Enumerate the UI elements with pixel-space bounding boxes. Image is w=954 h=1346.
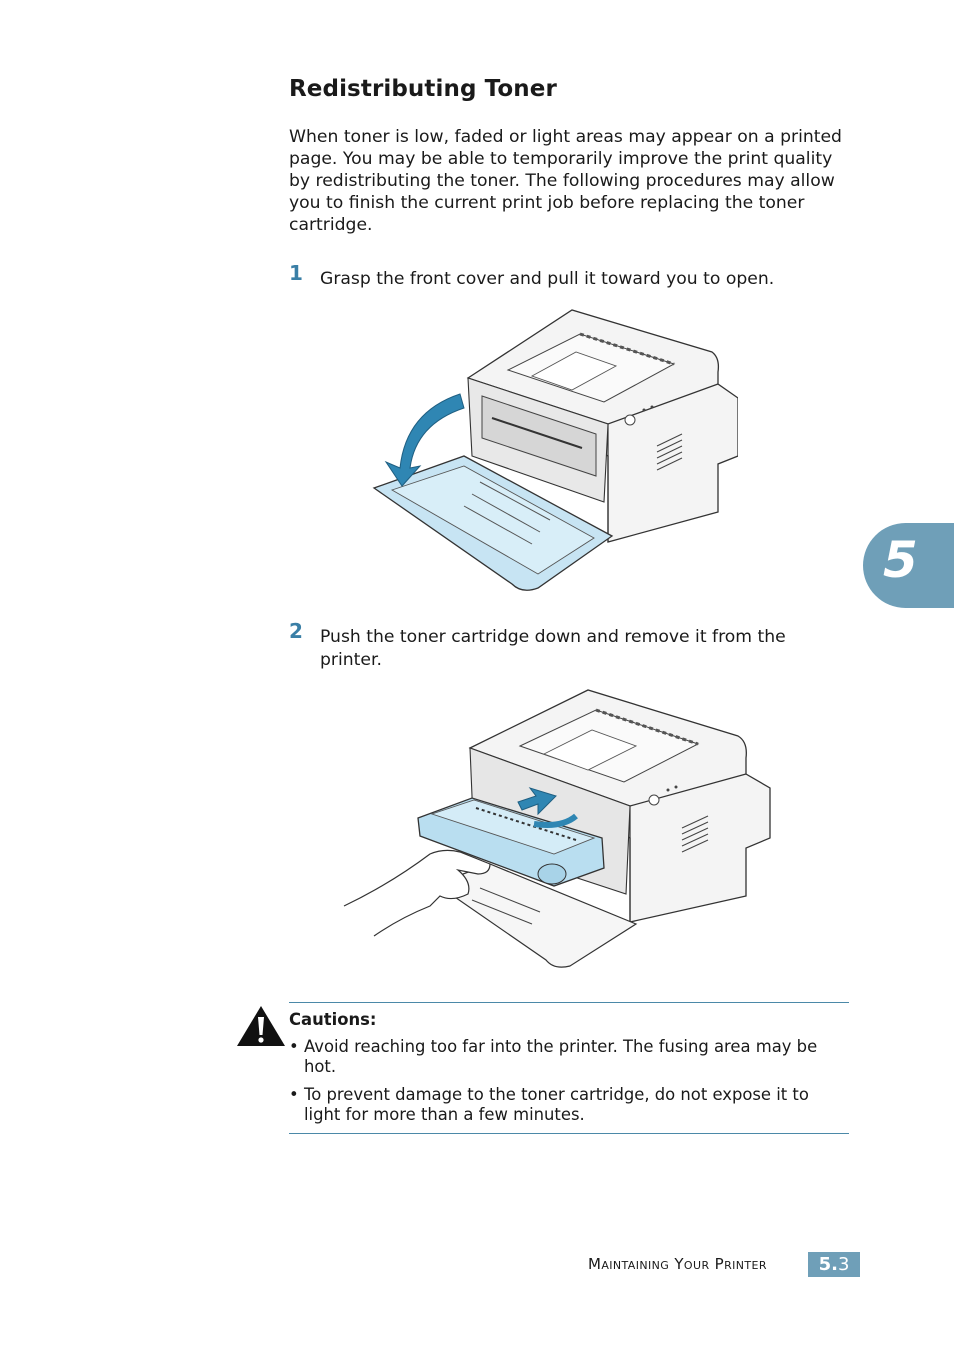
intro-paragraph: When toner is low, faded or light areas …	[289, 127, 842, 235]
step-number: 2	[289, 619, 303, 643]
page-number: 3	[837, 1254, 850, 1275]
step-number: 1	[289, 261, 303, 285]
caution-bottom-rule	[289, 1133, 849, 1134]
chapter-tab: 5	[863, 523, 954, 608]
caution-top-rule	[289, 1002, 849, 1003]
caution-item: To prevent damage to the toner cartridge…	[289, 1085, 849, 1125]
step-text: Grasp the front cover and pull it toward…	[320, 269, 775, 289]
step-2: 2 Push the toner cartridge down and remo…	[289, 620, 849, 672]
step-text: Push the toner cartridge down and remove…	[320, 627, 786, 670]
page-number-badge: 5.3	[808, 1252, 860, 1277]
printer-open-cover-illustration	[372, 309, 738, 591]
cautions-list: Avoid reaching too far into the printer.…	[289, 1037, 849, 1133]
page-chapter: 5.	[818, 1254, 838, 1275]
caution-item: Avoid reaching too far into the printer.…	[289, 1037, 849, 1077]
footer-chapter-title: Maintaining Your Printer	[588, 1255, 767, 1273]
remove-toner-cartridge-illustration	[343, 689, 771, 968]
cautions-title: Cautions:	[289, 1010, 377, 1029]
section-heading: Redistributing Toner	[289, 76, 557, 102]
step-1: 1 Grasp the front cover and pull it towa…	[289, 262, 849, 291]
warning-triangle-icon	[237, 1006, 285, 1046]
chapter-number: 5	[883, 531, 918, 589]
